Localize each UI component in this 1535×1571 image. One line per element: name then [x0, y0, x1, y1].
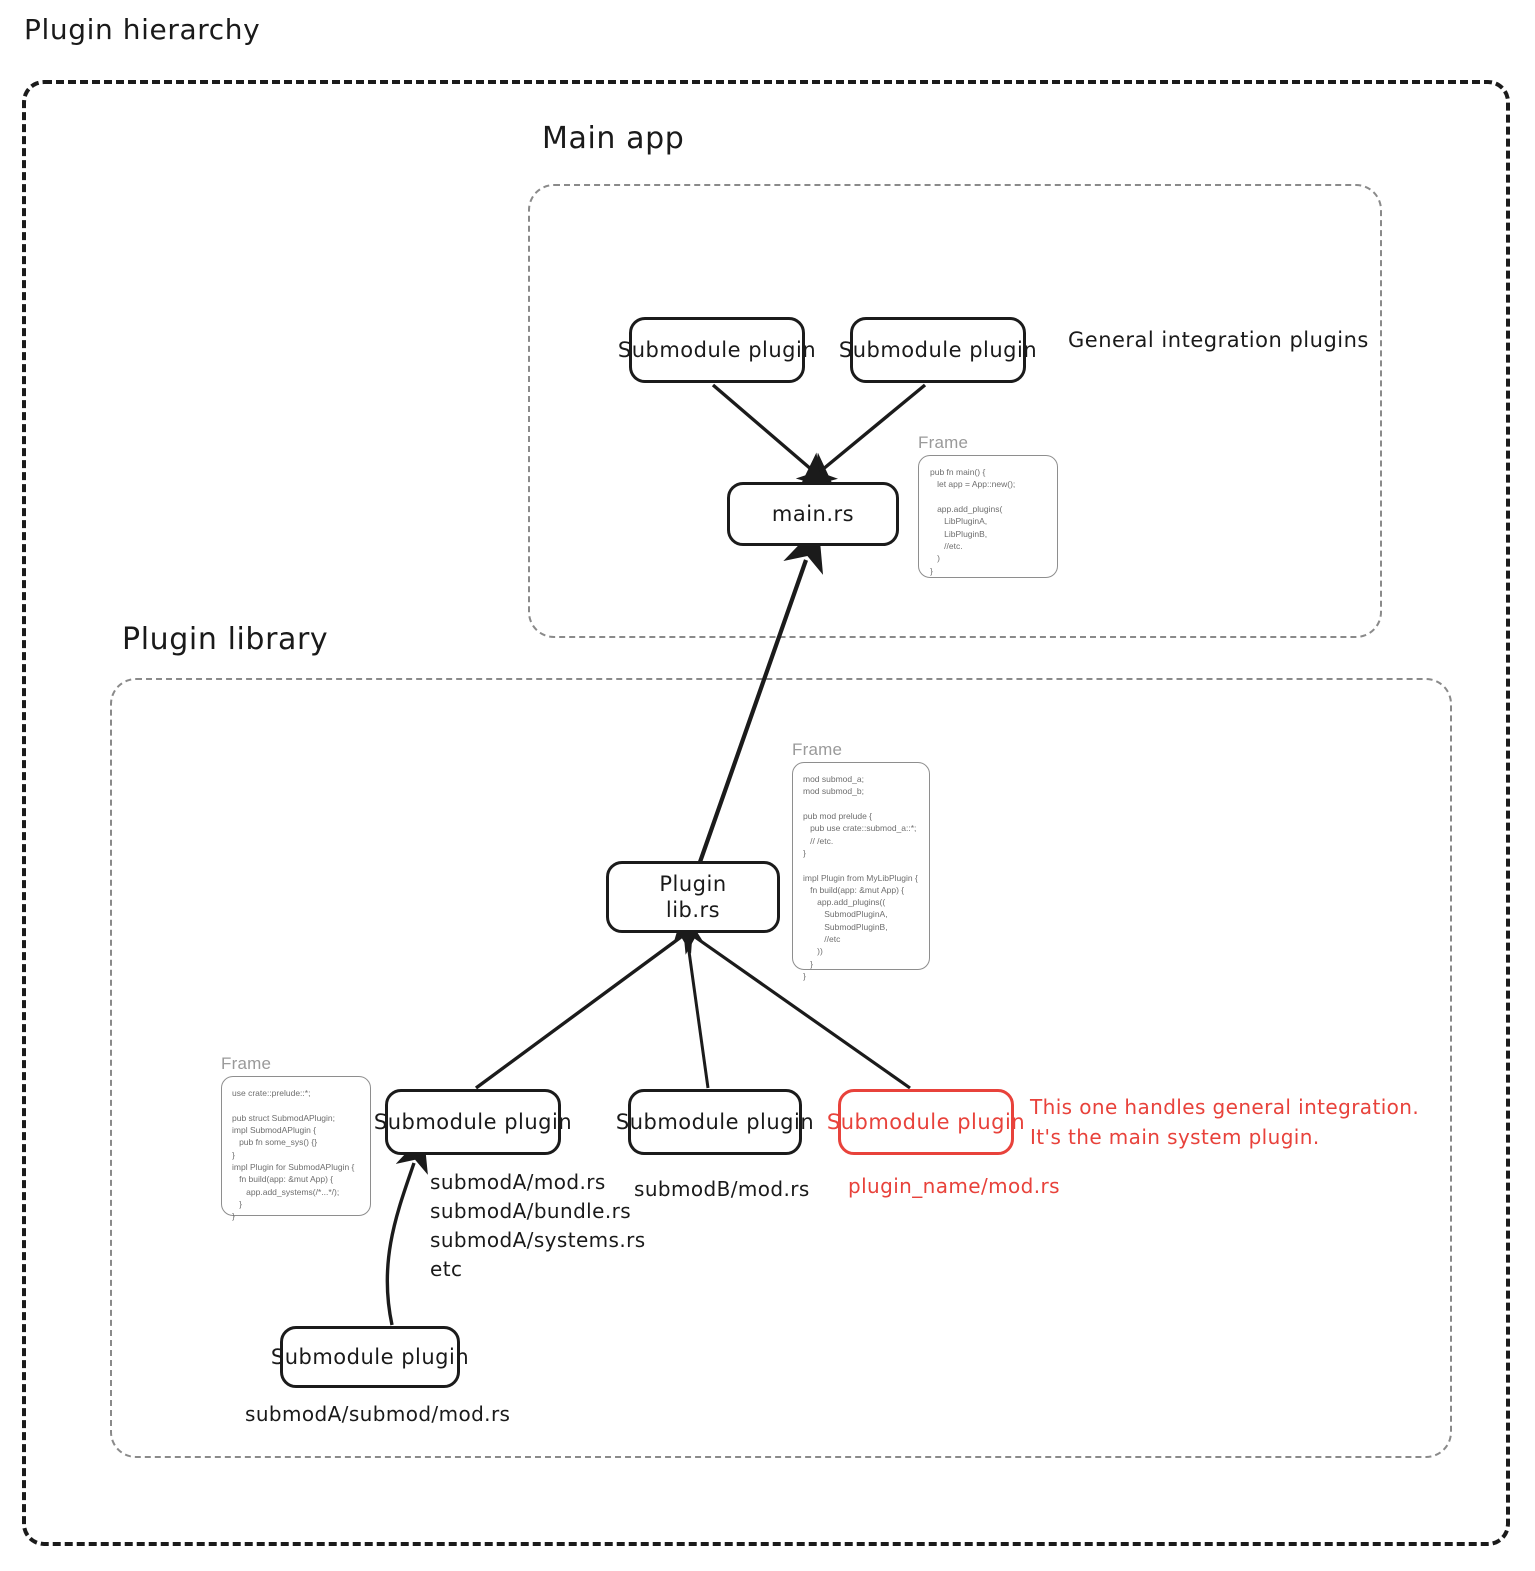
node-plugin-lib-rs[interactable]: Plugin lib.rs [606, 861, 780, 933]
node-submodule-plugin-2[interactable]: Submodule plugin [839, 317, 1037, 383]
frame-box-main: pub fn main() { let app = App::new(); ap… [918, 455, 1058, 578]
node-submodule-plugin-main-system[interactable]: Submodule plugin [827, 1089, 1025, 1155]
frame-label-main: Frame [918, 433, 969, 452]
outer-container [22, 80, 1510, 1546]
node-plugin-lib-line2: lib.rs [665, 898, 721, 922]
general-integration-label: General integration plugins [1068, 328, 1369, 352]
node-plugin-lib-line1: Plugin [659, 871, 727, 896]
frame-box-submod: use crate::prelude::*; pub struct Submod… [221, 1076, 371, 1221]
path-label-submoda-child: submodA/submod/mod.rs [245, 1402, 511, 1426]
node-submodule-plugin-a[interactable]: Submodule plugin [374, 1089, 572, 1155]
main-app-title: Main app [542, 121, 685, 156]
annotation-main-system-plugin: This one handles general integration. It… [1030, 1095, 1420, 1149]
main-app-container [528, 184, 1382, 638]
page-title: Plugin hierarchy [24, 13, 261, 46]
frame-label-submod: Frame [221, 1054, 272, 1073]
path-label-submodb: submodB/mod.rs [634, 1177, 810, 1201]
path-label-submoda: submodA/mod.rs submodA/bundle.rs submodA… [430, 1170, 646, 1281]
node-submodule-plugin-a-child[interactable]: Submodule plugin [271, 1326, 469, 1388]
path-label-plugin-name: plugin_name/mod.rs [848, 1174, 1060, 1198]
node-submodule-plugin-1[interactable]: Submodule plugin [618, 317, 816, 383]
frame-code-lib: mod submod_a; mod submod_b; pub mod prel… [803, 774, 918, 981]
plugin-library-title: Plugin library [122, 622, 329, 657]
frame-code-submod: use crate::prelude::*; pub struct Submod… [232, 1088, 355, 1222]
frame-code-main: pub fn main() { let app = App::new(); ap… [930, 467, 1016, 576]
node-main-rs[interactable]: main.rs [727, 482, 899, 546]
frame-label-lib: Frame [792, 740, 843, 759]
frame-box-lib: mod submod_a; mod submod_b; pub mod prel… [792, 762, 930, 981]
node-submodule-plugin-b[interactable]: Submodule plugin [616, 1089, 814, 1155]
